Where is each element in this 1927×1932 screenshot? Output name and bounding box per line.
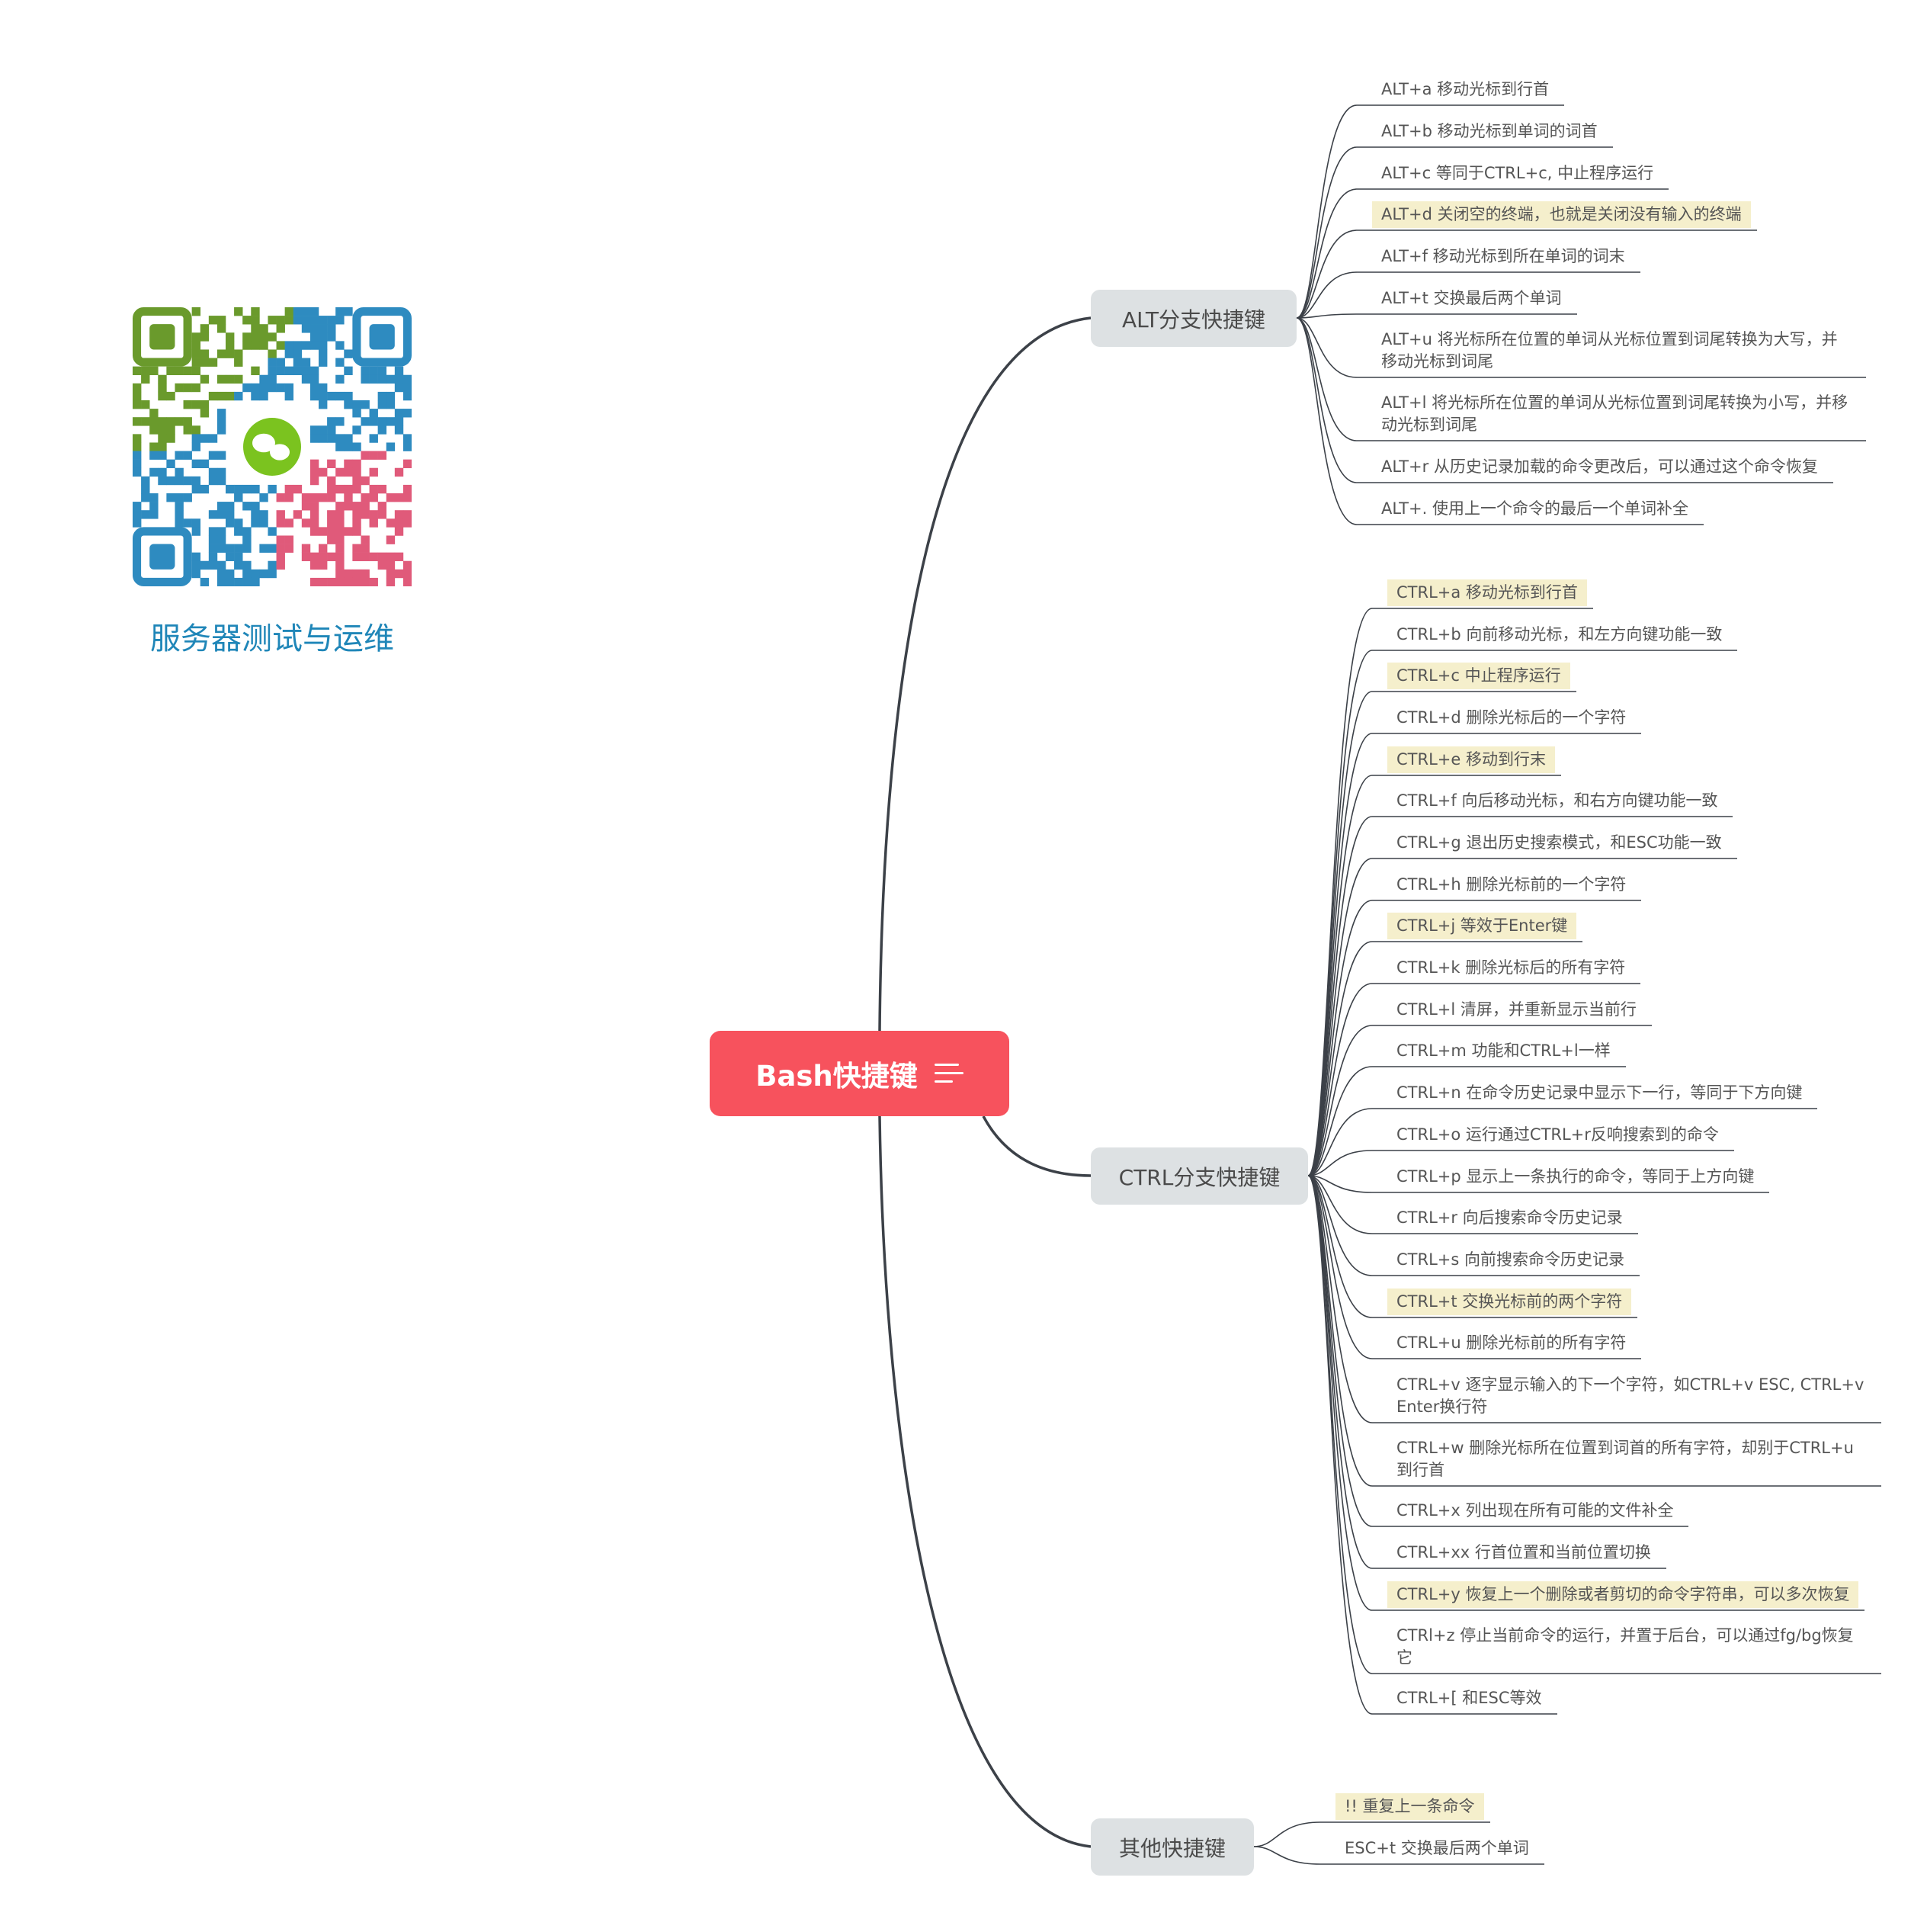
leaf-link (1307, 691, 1373, 1176)
leaf-link (1296, 317, 1358, 525)
leaf-item[interactable]: !! 重复上一条命令 (1335, 1793, 1484, 1820)
root-to-ctrl-link (982, 1115, 1092, 1177)
leaf-link (1296, 188, 1358, 319)
root-to-other-link (878, 1115, 1092, 1848)
leaf-item[interactable]: CTRL+b 向前移动光标，和左方向键功能一致 (1396, 625, 1723, 643)
qr-code (133, 307, 412, 586)
leaf-item[interactable]: ALT+c 等同于CTRL+c, 中止程序运行 (1381, 164, 1654, 182)
leaf-link (1307, 1150, 1373, 1176)
leaf-link (1296, 313, 1358, 319)
leaf-item[interactable]: ALT+b 移动光标到单词的词首 (1381, 122, 1598, 140)
leaf-link (1307, 1175, 1373, 1318)
leaf-item[interactable]: ALT+d 关闭空的终端，也就是关闭没有输入的终端 (1372, 201, 1751, 228)
leaf-item[interactable]: CTRL+r 向后搜索命令历史记录 (1396, 1208, 1623, 1227)
leaf-item[interactable]: CTRL+g 退出历史搜索模式，和ESC功能一致 (1396, 833, 1722, 852)
leaf-item[interactable]: CTRL+u 删除光标前的所有字符 (1396, 1333, 1627, 1352)
leaf-link (1253, 1846, 1321, 1865)
leaf-item[interactable]: CTRL+e 移动到行末 (1387, 746, 1555, 773)
leaf-link (1307, 983, 1373, 1176)
leaf-item[interactable]: CTRL+m 功能和CTRL+l一样 (1396, 1041, 1611, 1060)
leaf-item[interactable]: CTRL+y 恢复上一个删除或者剪切的命令字符串，可以多次恢复 (1387, 1581, 1859, 1608)
leaf-item[interactable]: ALT+t 交换最后两个单词 (1381, 289, 1562, 307)
leaf-item[interactable]: CTRL+o 运行通过CTRL+r反响搜索到的命令 (1396, 1125, 1719, 1144)
branch-other[interactable]: 其他快捷键 (1091, 1818, 1254, 1876)
leaf-item[interactable]: CTRL+h 删除光标前的一个字符 (1396, 875, 1627, 894)
leaf-item[interactable]: CTRL+p 显示上一条执行的命令，等同于上方向键 (1396, 1167, 1755, 1186)
leaf-item[interactable]: CTRL+w 删除光标所在位置到词首的所有字符，却别于CTRL+u 到行首 (1396, 1439, 1854, 1479)
leaf-item[interactable]: CTRL+f 向后移动光标，和右方向键功能一致 (1396, 791, 1718, 810)
leaf-link (1296, 271, 1358, 319)
leaf-link (1253, 1821, 1321, 1847)
leaf-item[interactable]: CTRL+d 删除光标后的一个字符 (1396, 708, 1627, 727)
leaf-link (1296, 317, 1358, 378)
leaf-item[interactable]: CTRL+x 列出现在所有可能的文件补全 (1396, 1501, 1674, 1520)
leaf-item[interactable]: CTRl+z 停止当前命令的运行，并置于后台，可以通过fg/bg恢复它 (1396, 1626, 1854, 1667)
leaf-item[interactable]: CTRL+c 中止程序运行 (1387, 663, 1570, 689)
leaf-item[interactable]: CTRL+l 清屏，并重新显示当前行 (1396, 1000, 1637, 1019)
root-node[interactable]: Bash快捷键 (710, 1031, 1009, 1116)
leaf-link (1307, 1175, 1373, 1715)
leaf-link (1307, 941, 1373, 1176)
leaf-link (1307, 1175, 1373, 1234)
leaf-item[interactable]: CTRL+a 移动光标到行首 (1387, 579, 1587, 606)
leaf-item[interactable]: CTRL+t 交换光标前的两个字符 (1387, 1289, 1632, 1315)
branch-alt[interactable]: ALT分支快捷键 (1091, 290, 1297, 347)
branch-ctrl[interactable]: CTRL分支快捷键 (1091, 1147, 1308, 1205)
leaf-link (1307, 1175, 1373, 1423)
root-to-alt-link (878, 316, 1092, 1032)
leaf-link (1307, 1175, 1373, 1359)
leaf-link (1296, 317, 1358, 441)
leaf-item[interactable]: CTRL+j 等效于Enter键 (1387, 913, 1577, 939)
leaf-link (1296, 229, 1358, 319)
leaf-item[interactable]: CTRL+n 在命令历史记录中显示下一行，等同于下方向键 (1396, 1083, 1803, 1102)
leaf-item[interactable]: ESC+t 交换最后两个单词 (1345, 1839, 1529, 1857)
qr-caption: 服务器测试与运维 (150, 621, 394, 656)
root-title: Bash快捷键 (755, 1060, 918, 1093)
leaf-item[interactable]: CTRL+k 删除光标后的所有字符 (1396, 958, 1626, 977)
leaf-link (1296, 317, 1358, 483)
leaf-link (1307, 650, 1373, 1176)
leaf-link (1307, 1175, 1373, 1487)
leaf-item[interactable]: ALT+r 从历史记录加载的命令更改后，可以通过这个命令恢复 (1381, 457, 1818, 476)
leaf-item[interactable]: ALT+a 移动光标到行首 (1381, 80, 1550, 98)
leaf-link (1307, 1025, 1373, 1176)
leaf-item[interactable]: ALT+. 使用上一个命令的最后一个单词补全 (1381, 499, 1688, 518)
leaf-link (1296, 146, 1358, 319)
leaf-link (1307, 1108, 1373, 1176)
leaf-item[interactable]: CTRL+s 向前搜索命令历史记录 (1396, 1250, 1624, 1269)
notes-lines-icon[interactable] (934, 1062, 964, 1085)
leaf-link (1307, 1066, 1373, 1176)
leaf-item[interactable]: ALT+u 将光标所在位置的单词从光标位置到词尾转换为大写，并移动光标到词尾 (1381, 330, 1838, 371)
leaf-item[interactable]: CTRL+v 逐字显示输入的下一个字符，如CTRL+v ESC, CTRL+v … (1396, 1375, 1864, 1416)
leaf-link (1307, 1175, 1373, 1276)
leaf-item[interactable]: ALT+f 移动光标到所在单词的词末 (1381, 247, 1625, 265)
leaf-link (1307, 1175, 1373, 1193)
leaf-item[interactable]: CTRL+xx 行首位置和当前位置切换 (1396, 1543, 1651, 1561)
leaf-item[interactable]: CTRL+[ 和ESC等效 (1396, 1689, 1542, 1707)
leaf-link (1296, 104, 1358, 319)
leaf-link (1307, 1175, 1373, 1569)
leaf-item[interactable]: ALT+l 将光标所在位置的单词从光标位置到词尾转换为小写，并移动光标到词尾 (1381, 393, 1848, 434)
